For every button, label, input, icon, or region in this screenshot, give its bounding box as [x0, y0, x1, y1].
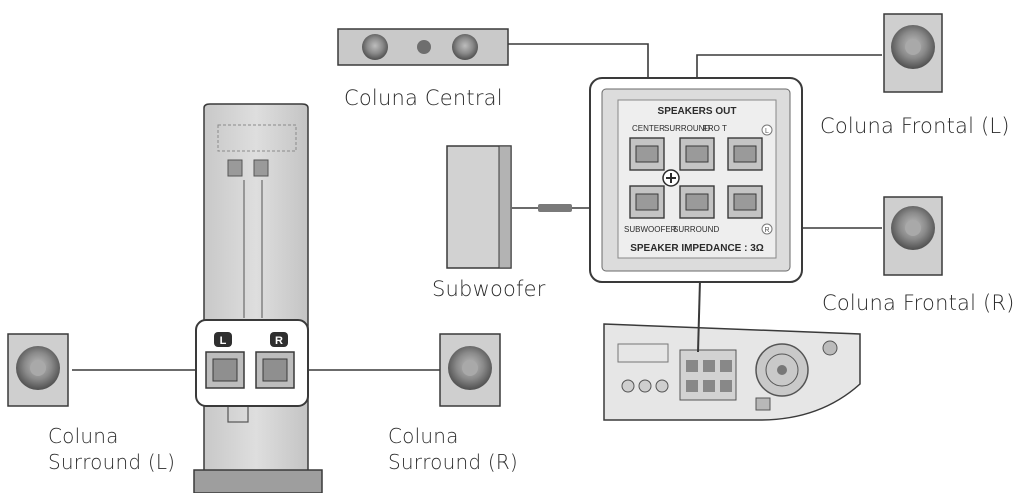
wireless-tower: L R: [193, 103, 323, 493]
label-front-left: Coluna Frontal (L): [820, 114, 1010, 138]
speakers-out-panel: SPEAKERS OUT CENTER SURROUND FRO T L R S…: [589, 77, 803, 283]
label-subwoofer: Subwoofer: [432, 277, 546, 301]
center-speaker: [337, 28, 509, 66]
panel-right-marker: R: [764, 227, 769, 234]
panel-left-marker: L: [765, 128, 769, 135]
center-woofer-right-icon: [452, 34, 478, 60]
tower-left-marker: L: [220, 335, 227, 347]
surround-left-speaker: [7, 333, 69, 407]
panel-label-surround-top: SURROUND: [664, 124, 710, 133]
label-surround-right-line1: Coluna: [388, 424, 459, 448]
callout-leader: [697, 279, 701, 353]
surround-right-speaker: [439, 333, 501, 407]
panel-label-subwoofer: SUBWOOFER: [624, 225, 677, 234]
panel-impedance: SPEAKER IMPEDANCE : 3Ω: [630, 243, 764, 254]
center-woofer-left-icon: [362, 34, 388, 60]
panel-title: SPEAKERS OUT: [658, 106, 737, 117]
label-surround-left-line2: Surround (L): [48, 450, 176, 474]
panel-label-front: FRO T: [703, 124, 727, 133]
label-surround-right: Coluna Surround (R): [388, 423, 518, 475]
subwoofer-plug-icon: [538, 204, 572, 212]
label-front-right: Coluna Frontal (R): [822, 291, 1014, 315]
tower-right-marker: R: [275, 335, 283, 347]
label-surround-left-line1: Coluna: [48, 424, 119, 448]
panel-terminals: [629, 137, 763, 219]
main-unit-rear: [603, 323, 861, 421]
front-left-speaker: [883, 13, 943, 93]
front-right-speaker: [883, 196, 943, 276]
center-tweeter-icon: [417, 40, 431, 54]
subwoofer: [446, 145, 572, 269]
panel-label-center: CENTER: [632, 124, 665, 133]
label-surround-right-line2: Surround (R): [388, 450, 518, 474]
label-surround-left: Coluna Surround (L): [48, 423, 175, 475]
label-center-speaker: Coluna Central: [344, 86, 503, 110]
panel-label-surround-bottom: SURROUND: [673, 225, 719, 234]
